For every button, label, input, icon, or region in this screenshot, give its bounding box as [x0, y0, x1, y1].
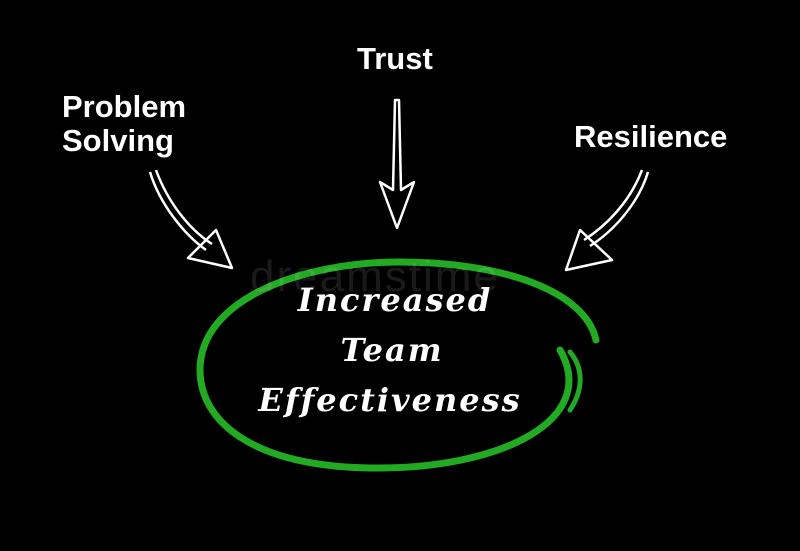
arrow-resilience: [564, 169, 650, 272]
outcome-line-2: Team: [340, 331, 444, 369]
outcome-line-3: Effectiveness: [258, 381, 522, 419]
arrow-problem-solving: [148, 169, 234, 270]
input-label-resilience: Resilience: [574, 119, 728, 154]
input-label-problem-solving: Problem Solving: [62, 89, 187, 158]
watermark: dreamstime: [250, 252, 500, 301]
outcome-ellipse: [196, 258, 600, 472]
outcome-line-1: Increased: [297, 281, 493, 319]
arrow-trust: [378, 98, 416, 230]
input-label-trust: Trust: [357, 41, 433, 76]
